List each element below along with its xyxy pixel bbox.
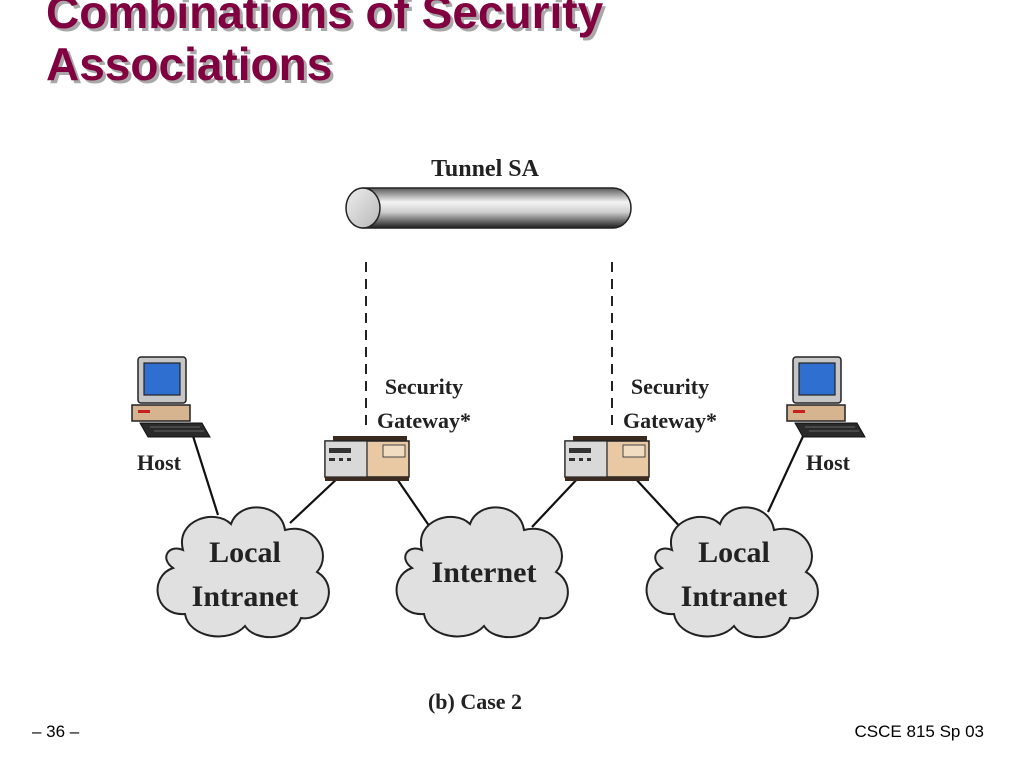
tunnel-sa-label: Tunnel SA: [431, 156, 540, 182]
cloud-center: Internet: [395, 506, 569, 639]
page-number: – 36 –: [32, 722, 80, 741]
host-right-icon: [786, 356, 866, 438]
host-left-icon: [131, 356, 211, 438]
network-links: [191, 431, 806, 531]
cloud-right-label-line-1: Local: [698, 536, 770, 569]
slide-title-line-2: Associations: [46, 38, 333, 90]
gateway-left-label-line-1: Security: [385, 374, 463, 399]
cloud-right-label-line-2: Intranet: [681, 580, 788, 613]
tunnel-sa: Tunnel SA: [345, 156, 632, 229]
course-footer: CSCE 815 Sp 03: [854, 722, 984, 741]
cloud-left: Local Intranet: [156, 506, 330, 639]
host-right-label: Host: [806, 450, 851, 475]
cloud-right: Local Intranet: [645, 506, 819, 639]
cloud-left-label-line-1: Local: [209, 536, 281, 569]
gateway-right-label-line-1: Security: [631, 374, 709, 399]
tunnel-pipe: [345, 187, 632, 229]
slide-title: Combinations of Security Associations: [46, 0, 603, 90]
host-left-label: Host: [137, 450, 182, 475]
gateway-right-label: Security Gateway*: [623, 374, 717, 433]
gateway-left-label-line-2: Gateway*: [377, 408, 471, 433]
gateway-left-label: Security Gateway*: [377, 374, 471, 433]
gateway-right-icon: [564, 436, 650, 481]
cloud-center-label: Internet: [432, 556, 537, 589]
gateway-left-icon: [324, 436, 410, 481]
gateway-right-label-line-2: Gateway*: [623, 408, 717, 433]
diagram-caption: (b) Case 2: [428, 689, 522, 714]
cloud-left-label-line-2: Intranet: [192, 580, 299, 613]
slide-title-line-1: Combinations of Security: [46, 0, 604, 38]
